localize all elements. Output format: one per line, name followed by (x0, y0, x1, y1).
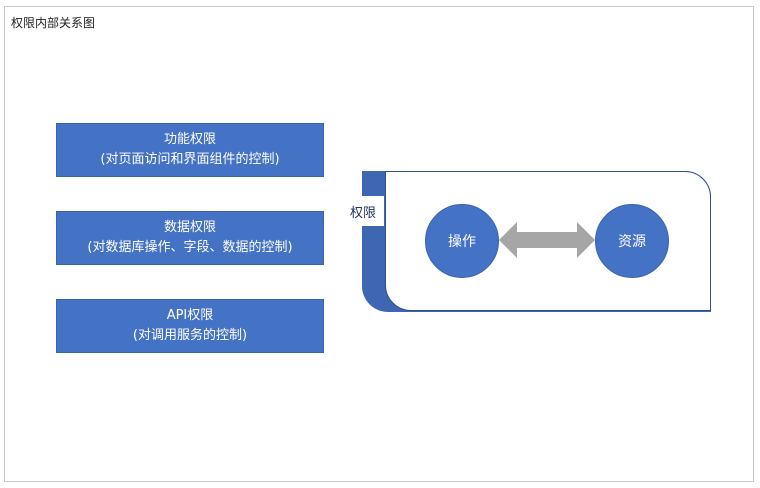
api-permission-desc: (对调用服务的控制) (132, 328, 248, 343)
permission-model-label: 权限 (342, 196, 384, 226)
function-permission-name: 功能权限 (163, 132, 216, 147)
diagram-title: 权限内部关系图 (11, 16, 96, 30)
double-arrow-icon (499, 222, 595, 258)
function-permission-desc: (对页面访问和界面组件的控制) (100, 152, 280, 167)
data-permission-desc: (对数据库操作、字段、数据的控制) (87, 240, 293, 255)
resource-node: 资源 (595, 204, 669, 278)
data-permission-name: 数据权限 (163, 220, 216, 235)
api-permission-name: API权限 (166, 308, 214, 323)
operation-node: 操作 (425, 204, 499, 278)
api-permission-box: API权限 (对调用服务的控制) (56, 299, 324, 353)
double-arrow-shape (499, 222, 595, 258)
function-permission-box: 功能权限 (对页面访问和界面组件的控制) (56, 123, 324, 177)
data-permission-box: 数据权限 (对数据库操作、字段、数据的控制) (56, 211, 324, 265)
